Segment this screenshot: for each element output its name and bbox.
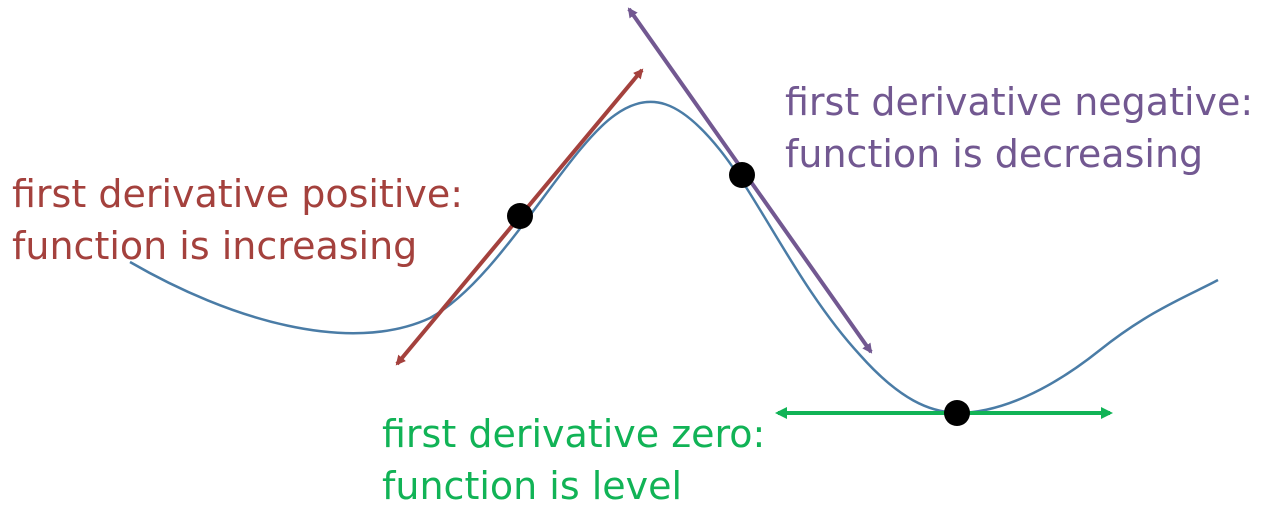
level-point — [944, 400, 970, 426]
zero-derivative-label: first derivative zero: function is level — [382, 408, 765, 512]
positive-label-line1: first derivative positive: — [12, 172, 464, 216]
negative-derivative-label: first derivative negative: function is d… — [785, 76, 1253, 180]
negative-label-line2: function is decreasing — [785, 132, 1204, 176]
increasing-point — [507, 203, 533, 229]
negative-label-line1: first derivative negative: — [785, 80, 1254, 124]
decreasing-point — [729, 162, 755, 188]
zero-label-line2: function is level — [382, 464, 683, 508]
zero-label-line1: first derivative zero: — [382, 412, 766, 456]
positive-label-line2: function is increasing — [12, 224, 418, 268]
positive-derivative-label: first derivative positive: function is i… — [12, 168, 463, 272]
